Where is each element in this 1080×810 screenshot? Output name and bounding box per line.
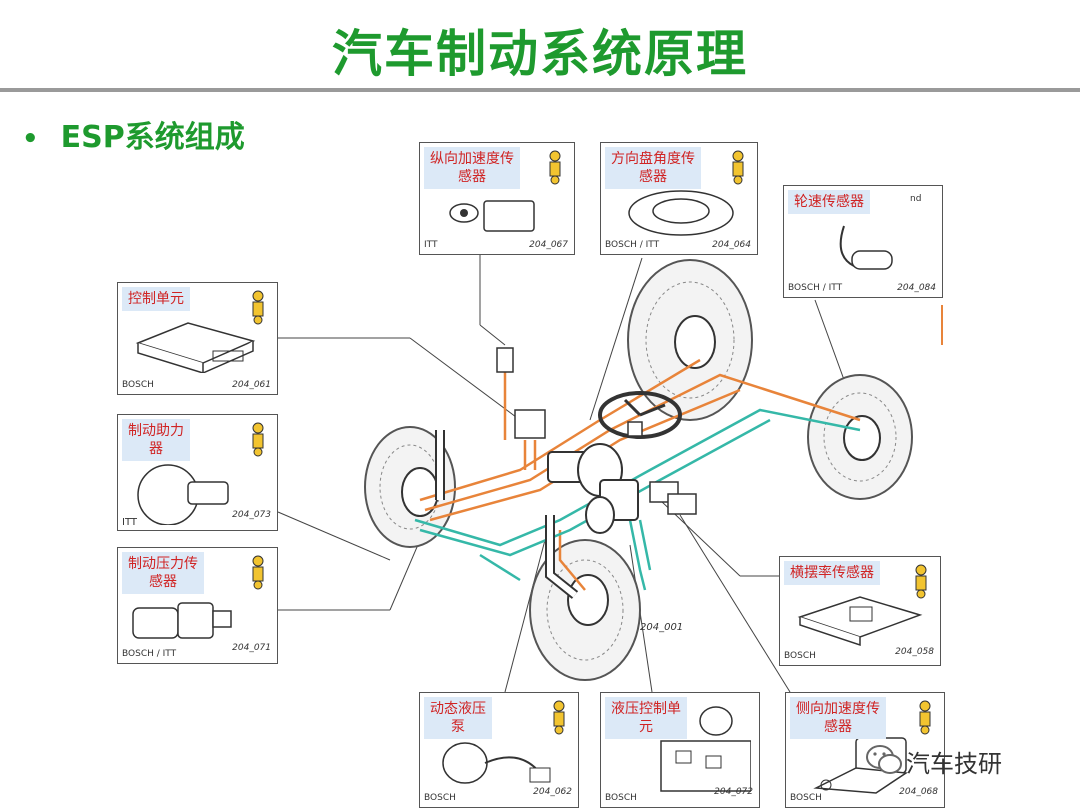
component-label: 制动压力传 感器 bbox=[122, 552, 204, 594]
sensor-illustration bbox=[628, 190, 734, 236]
maker-label: BOSCH / ITT bbox=[122, 649, 177, 659]
part-code: 204_068 bbox=[899, 787, 938, 797]
maker-label: BOSCH bbox=[424, 793, 456, 803]
person-icon bbox=[553, 700, 565, 735]
panel-steering-angle-sensor: 方向盘角度传 感器 BOSCH / ITT 204_064 bbox=[600, 142, 758, 255]
component-label: 方向盘角度传 感器 bbox=[605, 147, 701, 189]
maker-label: BOSCH bbox=[790, 793, 822, 803]
rear-right-wheel bbox=[807, 374, 913, 500]
component-label: 制动助力 器 bbox=[122, 419, 190, 461]
panel-lateral-accel-sensor: 侧向加速度传 感器 BOSCH 204_068 bbox=[785, 692, 945, 808]
accel-sensor-module bbox=[496, 347, 514, 373]
person-icon bbox=[252, 422, 264, 457]
page-title: 汽车制动系统原理 bbox=[332, 25, 748, 83]
maker-label: ITT bbox=[122, 517, 137, 528]
panel-control-unit: 控制单元 BOSCH 204_061 bbox=[117, 282, 278, 395]
panel-hydraulic-control-unit: 液压控制单 元 BOSCH 204_072 bbox=[600, 692, 760, 808]
wechat-icon bbox=[866, 745, 902, 774]
lateral-sensor-module bbox=[667, 493, 697, 515]
booster-illustration bbox=[137, 464, 229, 525]
person-icon bbox=[252, 290, 264, 325]
panel-longitudinal-accel-sensor: 纵向加速度传 感器 ITT 204_067 bbox=[419, 142, 575, 255]
maker-label: BOSCH / ITT bbox=[788, 283, 843, 293]
component-label: 控制单元 bbox=[122, 287, 190, 311]
front-right-wheel bbox=[627, 259, 753, 421]
maker-label: BOSCH bbox=[122, 380, 154, 390]
part-code: 204_062 bbox=[533, 787, 572, 797]
pressure-sensor-illustration bbox=[132, 602, 232, 639]
pump-illustration bbox=[442, 742, 551, 784]
part-code: 204_072 bbox=[714, 787, 753, 797]
front-left-wheel bbox=[364, 426, 456, 548]
steering-wheel bbox=[598, 391, 682, 439]
component-label: 纵向加速度传 感器 bbox=[424, 147, 520, 189]
sensor-illustration bbox=[449, 200, 535, 232]
component-label: 动态液压 泵 bbox=[424, 697, 492, 739]
hydraulic-unit bbox=[547, 443, 639, 534]
title-divider bbox=[0, 88, 1080, 92]
panel-yaw-rate-sensor: 横摆率传感器 BOSCH 204_058 bbox=[779, 556, 941, 666]
control-unit-module bbox=[514, 409, 546, 439]
bullet-dot-icon: • bbox=[22, 124, 39, 154]
person-icon bbox=[549, 150, 561, 185]
person-icon bbox=[915, 564, 927, 599]
panel-wheel-speed-sensor: 轮速传感器 nd BOSCH / ITT 204_084 bbox=[783, 185, 943, 298]
maker-label: BOSCH bbox=[784, 651, 816, 661]
maker-label: BOSCH bbox=[605, 793, 637, 803]
nd-fragment: nd bbox=[910, 194, 922, 204]
part-code: 204_084 bbox=[897, 283, 936, 293]
part-code: 204_067 bbox=[529, 240, 568, 250]
section-heading-text: ESP系统组成 bbox=[60, 120, 245, 155]
yaw-sensor-illustration bbox=[797, 596, 923, 647]
panel-brake-pressure-sensor: 制动压力传 感器 BOSCH / ITT 204_071 bbox=[117, 547, 278, 664]
part-code: 204_071 bbox=[232, 643, 271, 653]
person-icon bbox=[252, 555, 264, 590]
component-label: 液压控制单 元 bbox=[605, 697, 687, 739]
component-label: 轮速传感器 bbox=[788, 190, 870, 214]
person-icon bbox=[732, 150, 744, 185]
ecu-illustration bbox=[135, 322, 256, 373]
watermark-text: 汽车技研 bbox=[906, 750, 1002, 778]
diagram-code: 204_001 bbox=[640, 622, 684, 633]
part-code: 204_073 bbox=[232, 510, 271, 520]
part-code: 204_064 bbox=[712, 240, 751, 250]
sensor-illustration bbox=[839, 225, 893, 270]
part-code: 204_061 bbox=[232, 380, 271, 390]
part-code: 204_058 bbox=[895, 647, 934, 657]
panel-brake-booster: 制动助力 器 ITT 204_073 bbox=[117, 414, 278, 531]
lateral-sensor-illustration bbox=[813, 737, 909, 794]
component-label: 横摆率传感器 bbox=[784, 561, 880, 585]
maker-label: BOSCH / ITT bbox=[605, 240, 660, 250]
section-heading: • ESP系统组成 bbox=[22, 112, 245, 156]
maker-label: ITT bbox=[424, 240, 438, 250]
component-label: 侧向加速度传 感器 bbox=[790, 697, 886, 739]
panel-dynamic-hydraulic-pump: 动态液压 泵 BOSCH 204_062 bbox=[419, 692, 579, 808]
person-icon bbox=[919, 700, 931, 735]
hcu-illustration bbox=[660, 706, 751, 792]
